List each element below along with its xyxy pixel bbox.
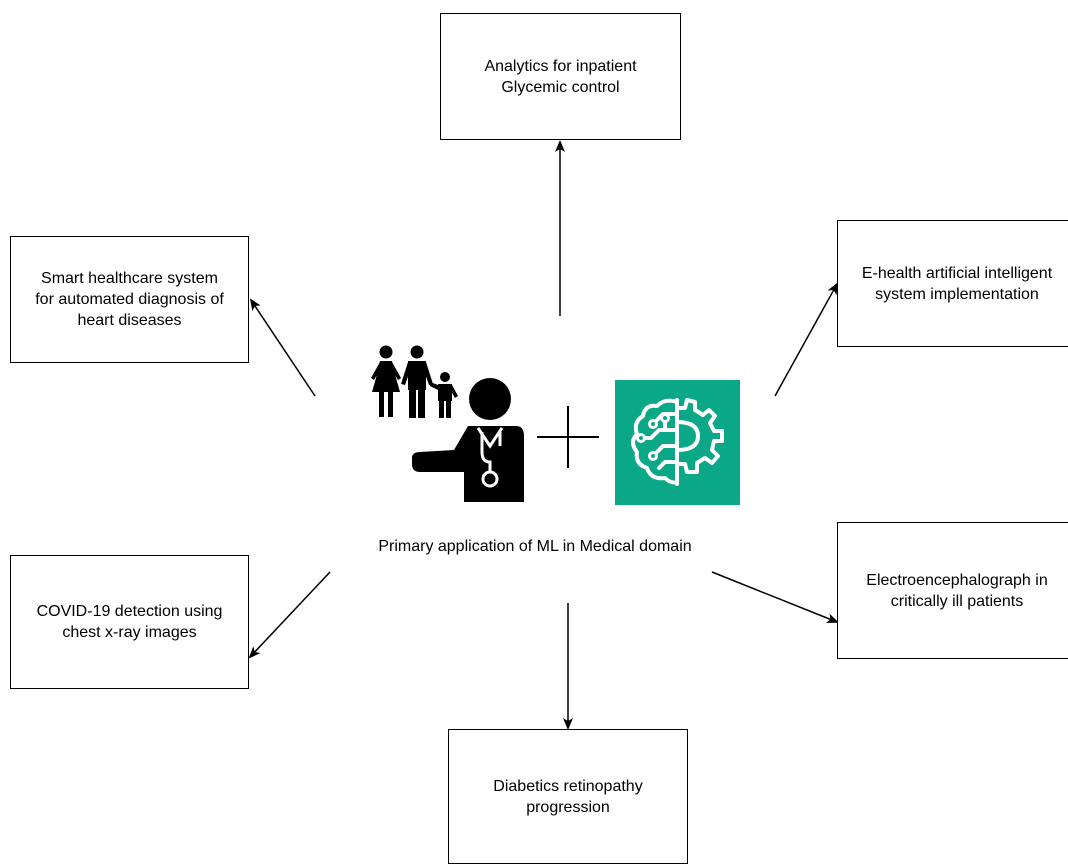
- arrow-to-covid: [248, 571, 331, 659]
- center-caption: Primary application of ML in Medical dom…: [378, 538, 692, 555]
- node-heart-label: Smart healthcare system for automated di…: [35, 270, 224, 329]
- node-heart-disease-diagnosis: Smart healthcare system for automated di…: [10, 236, 249, 363]
- arrow-to-ehealth: [774, 282, 838, 397]
- node-ehealth-ai-system: E-health artificial intelligent system i…: [837, 220, 1068, 347]
- node-diabetic-retinopathy: Diabetics retinopathy progression: [448, 729, 688, 864]
- ml-brain-gear-icon: [615, 380, 740, 505]
- node-covid-label: COVID-19 detection using chest x-ray ima…: [36, 603, 223, 641]
- arrow-to-eeg: [711, 571, 839, 623]
- arrow-to-heart: [249, 298, 316, 397]
- node-eeg-label: Electroencephalograph in critically ill …: [866, 571, 1048, 610]
- node-retinopathy-label: Diabetics retinopathy progression: [493, 777, 643, 816]
- family-icon: [371, 345, 458, 418]
- node-glycemic-control: Analytics for inpatient Glycemic control: [440, 13, 681, 140]
- plus-icon: [537, 406, 599, 468]
- node-eeg-critically-ill: Electroencephalograph in critically ill …: [837, 522, 1068, 659]
- node-ehealth-label: E-health artificial intelligent system i…: [861, 264, 1053, 303]
- doctor-icon: [412, 378, 524, 502]
- node-glycemic-label: Analytics for inpatient Glycemic control: [484, 57, 637, 96]
- node-covid-detection: COVID-19 detection using chest x-ray ima…: [10, 555, 249, 689]
